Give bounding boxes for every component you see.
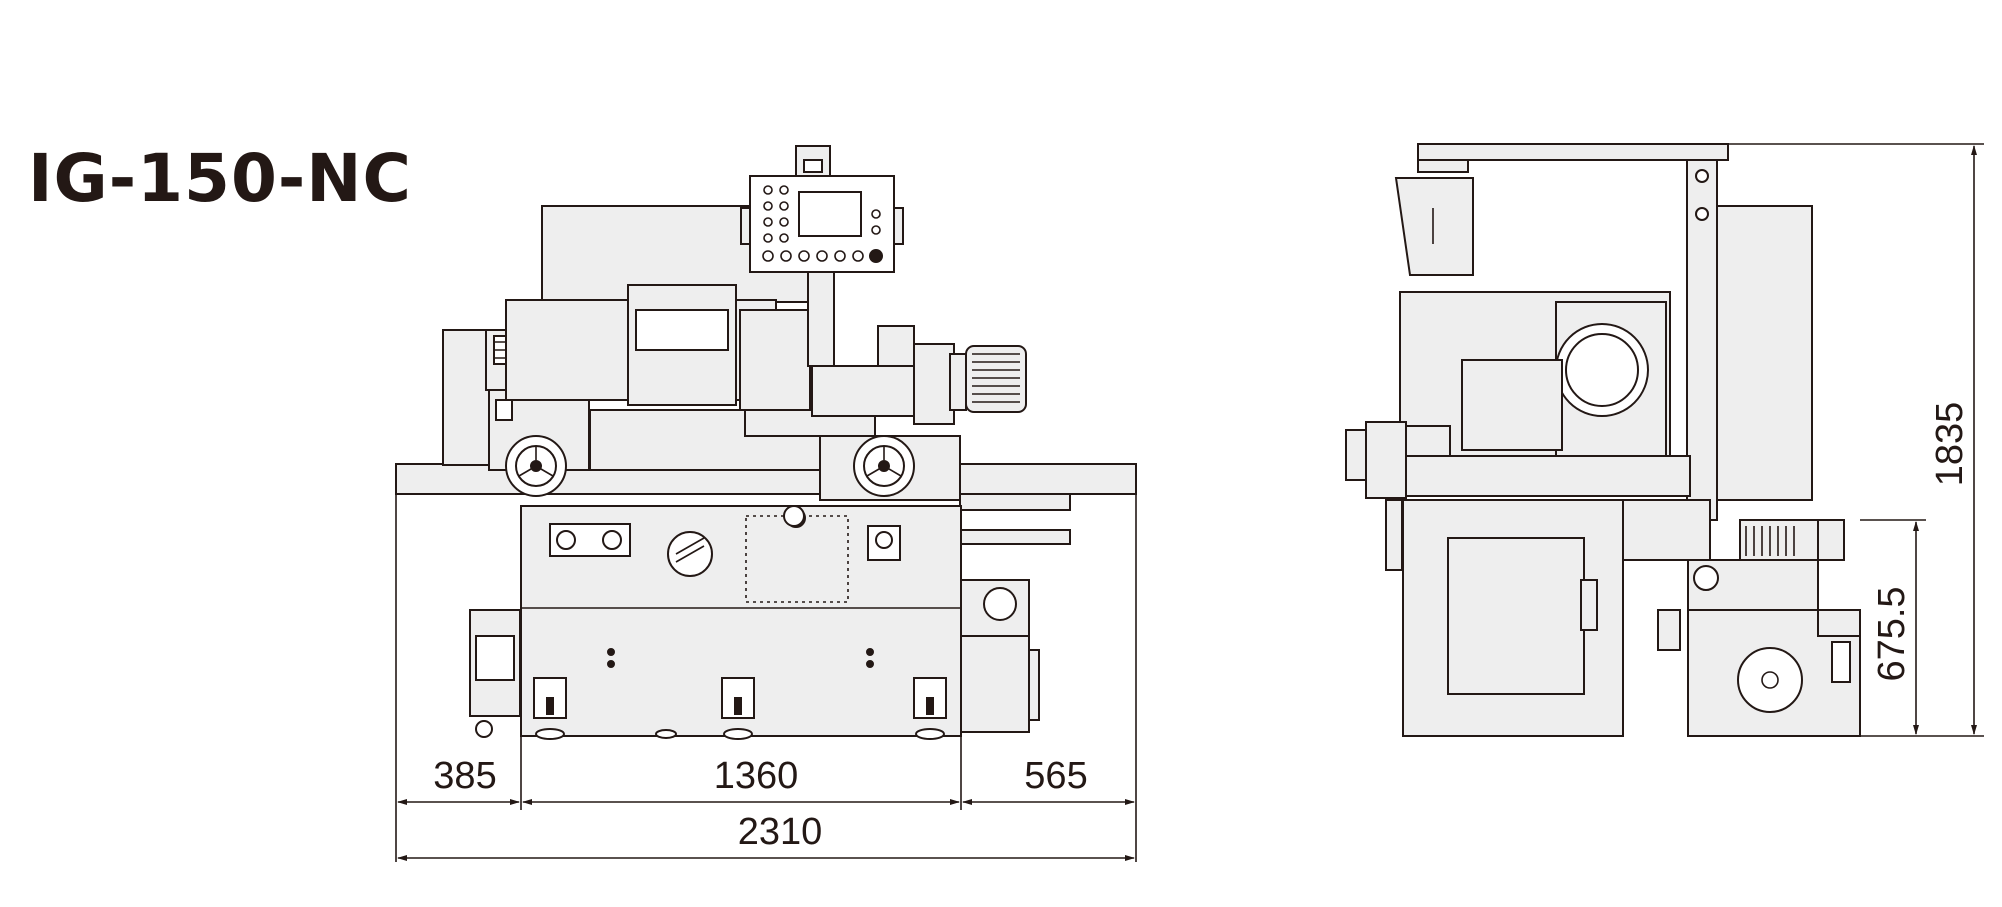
- dimension-left-overhang: 385: [433, 755, 496, 797]
- front-view-machine: [395, 145, 1137, 740]
- dimension-total-height: 1835: [1929, 402, 1971, 487]
- dimension-base-height: 675.5: [1871, 586, 1913, 681]
- side-view-dimensions: [1728, 143, 1984, 737]
- dimension-base-length: 1360: [714, 755, 799, 797]
- front-view-dimensions: [395, 494, 1137, 862]
- dimension-total-length: 2310: [738, 811, 823, 853]
- dimension-right-overhang: 565: [1024, 755, 1087, 797]
- model-title: IG-150-NC: [28, 140, 412, 217]
- side-view-machine: [1345, 143, 1861, 737]
